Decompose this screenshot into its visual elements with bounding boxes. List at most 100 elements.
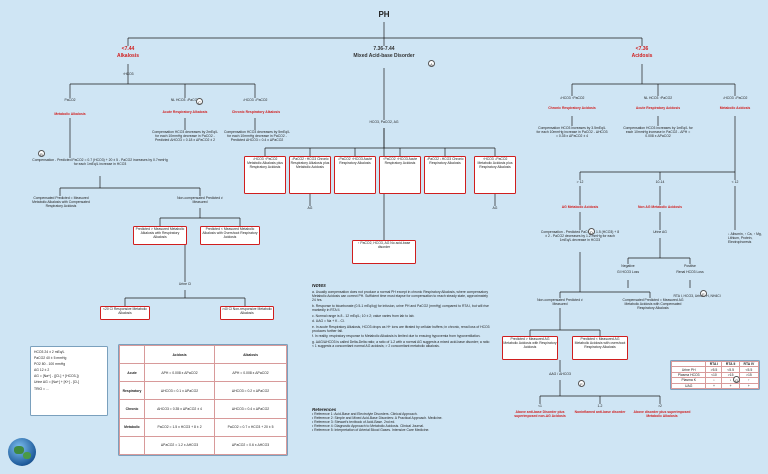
rta-cell: +: [738, 382, 759, 389]
marker-d: D: [588, 228, 595, 235]
reference-item: • Reference 3: Stewart's textbook of Aci…: [312, 420, 396, 425]
notes-title: Notes: [312, 284, 326, 289]
references-list: • Reference 1: Acid-Base and Electrolyte…: [312, 412, 512, 432]
normal-value-row: PaCO2 40 ± 5 mmHg: [34, 356, 67, 361]
comp-chronic-alk: Compensation HCO3 decreases by 5mEq/L fo…: [224, 130, 290, 143]
reference-item: • Reference 4: Diagnostic Approach to Me…: [312, 424, 425, 429]
pred-lt-alk: Predicted < Measured Metabolic Alkalosis…: [200, 226, 260, 245]
metabolic-acidosis: Metabolic Acidosis: [719, 106, 751, 110]
cell-r3a: ΔHCO3 = 0.35 x ΔPaCO2 ± 4: [143, 399, 216, 419]
compensated-acid: Compensated Predicted = Measured AG Meta…: [622, 298, 684, 311]
references-block: References • Reference 1: Acid-Base and …: [312, 408, 512, 458]
metabolic-alkalosis: Metabolic Alkalosis: [54, 112, 86, 116]
compensated-alk: Compensated Predicted = Measured Metabol…: [32, 196, 90, 209]
reference-item: • Reference 2: Simple and Mixed Acid-Bas…: [312, 416, 443, 421]
cell-r5b: ΔPaCO2 = 0.6 x ΔHCO3: [214, 435, 287, 455]
rta-cell: +: [721, 382, 740, 389]
note-item: a. Usually compensation does not produce…: [312, 290, 489, 303]
alkalosis-range: <7.44: [121, 46, 135, 52]
acid-chronic-head: ↓HCO3 ↑PaCO2: [559, 96, 585, 100]
marker-b: B: [38, 150, 45, 157]
gi-hco3-loss: GI HCO3 Loss: [616, 270, 640, 274]
row-chronic: Chronic: [119, 399, 145, 419]
note-item: b. Response to bicarbonate (0.5-1 mEq/kg…: [312, 303, 489, 312]
delta-result-1: Above anti-base Disorder plus superimpos…: [514, 410, 566, 419]
comp-acute-alk: Compensation HCO3 decreases by 2mEq/L fo…: [152, 130, 218, 143]
acidosis-range: <7.36: [635, 46, 649, 52]
mixed-case-2: ↓PaCO2 ↑HCO3 Chronic Respiratory Alkalos…: [289, 156, 331, 194]
table-head-acidosis: Acidosis: [143, 345, 216, 365]
ag-gt-12: > 12: [576, 180, 584, 184]
normal-value-row: TRIO = ...: [34, 386, 49, 391]
acidosis-label: Acidosis: [631, 53, 653, 59]
cl-nonresponsive: >40 Cl Non-responsive Metabolic Alkalosi…: [220, 306, 274, 320]
note-item: c. Normal range is 8 - 12 mEq/L; 10 ± 2;…: [312, 313, 415, 318]
mixed-label: Mixed Acid-base Disorder: [353, 53, 415, 59]
note-item: g. ΔAG/ΔHCO3 is called Delta-Delta ratio…: [312, 340, 490, 349]
globe-logo: [8, 438, 36, 466]
rta-row: Plasma HCO3<10>15>15: [671, 371, 759, 379]
note-item: d. UAG = Na + K - Cl.: [312, 319, 345, 324]
acute-resp-alkalosis: Acute Respiratory Alkalosis: [162, 110, 208, 114]
normal-value-row: PO2 80 - 100 mmHg: [34, 362, 66, 367]
rta-tests: RTA I, HCO3, Urine PH, NH4Cl: [673, 294, 721, 298]
ag-lt-12: < 12: [731, 180, 739, 184]
cell-r1a: ΔPH = 0.008 x ΔPaCO2: [143, 363, 216, 383]
reference-item: • Reference 5: Interpretation of Arteria…: [312, 428, 430, 433]
mixed-case-4: ↑PaCO2 ↑HCO3 Acute Respiratory Acidosis: [379, 156, 421, 194]
acute-resp-alk-head: NL HCO3 ↓PaCO2: [170, 98, 200, 102]
ag-10-14: 10-14: [655, 180, 665, 184]
note-item: e. In acute Respiratory Alkalosis, HCO3 …: [312, 324, 490, 333]
hco3-up: ↑HCO3: [122, 72, 134, 76]
reference-item: • Reference 1: Acid-Base and Electrolyte…: [312, 412, 418, 417]
chronic-resp-acidosis: Chronic Respiratory Acidosis: [548, 106, 596, 110]
normal-value-row: AG = [Na+] - ([Cl-] + [HCO3-]): [34, 374, 79, 379]
cell-r4a: PaCO2 = 1.5 x HCO3 + 8 ± 2: [143, 417, 216, 437]
chronic-resp-alkalosis: Chronic Respiratory Alkalosis: [231, 110, 281, 114]
noncomp-acid: Non-compensated Predicted ≠ Measured: [537, 298, 583, 307]
delta-gt-2: >2: [658, 404, 662, 408]
cell-r4b: PaCO2 = 0.7 x HCO3 + 20 ± 5: [214, 417, 287, 437]
urine-ag-negative: Negative: [621, 264, 635, 268]
normal-value-row: HCO3 24 ± 2 mEq/L: [34, 350, 65, 354]
urine-ag-positive: Positive: [684, 264, 696, 268]
rta-row: Urine PH>5.5<5.5<5.5: [671, 366, 759, 373]
marker-e: E: [700, 290, 707, 297]
row-respiratory: Respiratory: [119, 381, 145, 401]
rta-cell: +: [705, 382, 723, 389]
chronic-resp-alk-head: ↓HCO3 ↓PaCO2: [242, 98, 268, 102]
mixed-case-1: ↓HCO3 ↑PaCO2 Metabolic Alkalosis plus Re…: [244, 156, 286, 194]
marker-g: G: [733, 376, 740, 383]
mixed-range: 7.36-7.44: [373, 46, 395, 52]
noncomp-alk: Non-compensated Predicted ≠ Measured: [177, 196, 223, 205]
marker-c: C: [196, 98, 203, 105]
delta-lt-1: <1: [538, 404, 542, 408]
references-title: References: [312, 408, 337, 412]
pred-gt-acid: Predicted > Measured AG Metabolic Acidos…: [502, 336, 558, 360]
notes-block: Notes a. Usually compensation does not p…: [312, 284, 492, 404]
ag-metabolic-acidosis: AG Metabolic Acidosis: [561, 205, 599, 209]
acid-acute-head: NL HCO3 ↑PaCO2: [643, 96, 673, 100]
row-acute: Acute: [119, 363, 145, 383]
acid-met-head: ↓HCO3 ↓PaCO2: [722, 96, 748, 100]
cl-responsive: <20 Cl Responsive Metabolic Alkalosis: [100, 306, 150, 320]
mixed-ag-1: AG: [307, 206, 313, 210]
comp-met-alk: Compensation - Predicted PaCO2 = 0.7 (HC…: [32, 158, 168, 167]
low-ag-causes: ↓ Albumin, ↑ Ca, ↑ Mg, Lithium, Protein,…: [728, 232, 762, 245]
normal-value-row: AG 12 ± 2: [34, 368, 50, 373]
notes-list: a. Usually compensation does not produce…: [312, 290, 492, 348]
row-metabolic: Metabolic: [119, 417, 145, 437]
ph-title: PH: [378, 10, 390, 19]
cell-r5a: ΔPaCO2 = 1.2 x ΔHCO3: [143, 435, 216, 455]
cell-r1b: ΔPH = 0.008 x ΔPaCO2: [214, 363, 287, 383]
cell-r2b: ΔHCO3 = 0.2 x ΔPaCO2: [214, 381, 287, 401]
urine-cl: Urine Cl: [178, 282, 192, 286]
marker-a: A: [428, 60, 435, 67]
normal-value-row: Urine AG = [Na+] + [K+] - [Cl-]: [34, 380, 80, 385]
table-head-alkalosis: Alkalosis: [214, 345, 287, 365]
renal-hco3-loss: Renal HCO3 Loss: [676, 270, 704, 274]
